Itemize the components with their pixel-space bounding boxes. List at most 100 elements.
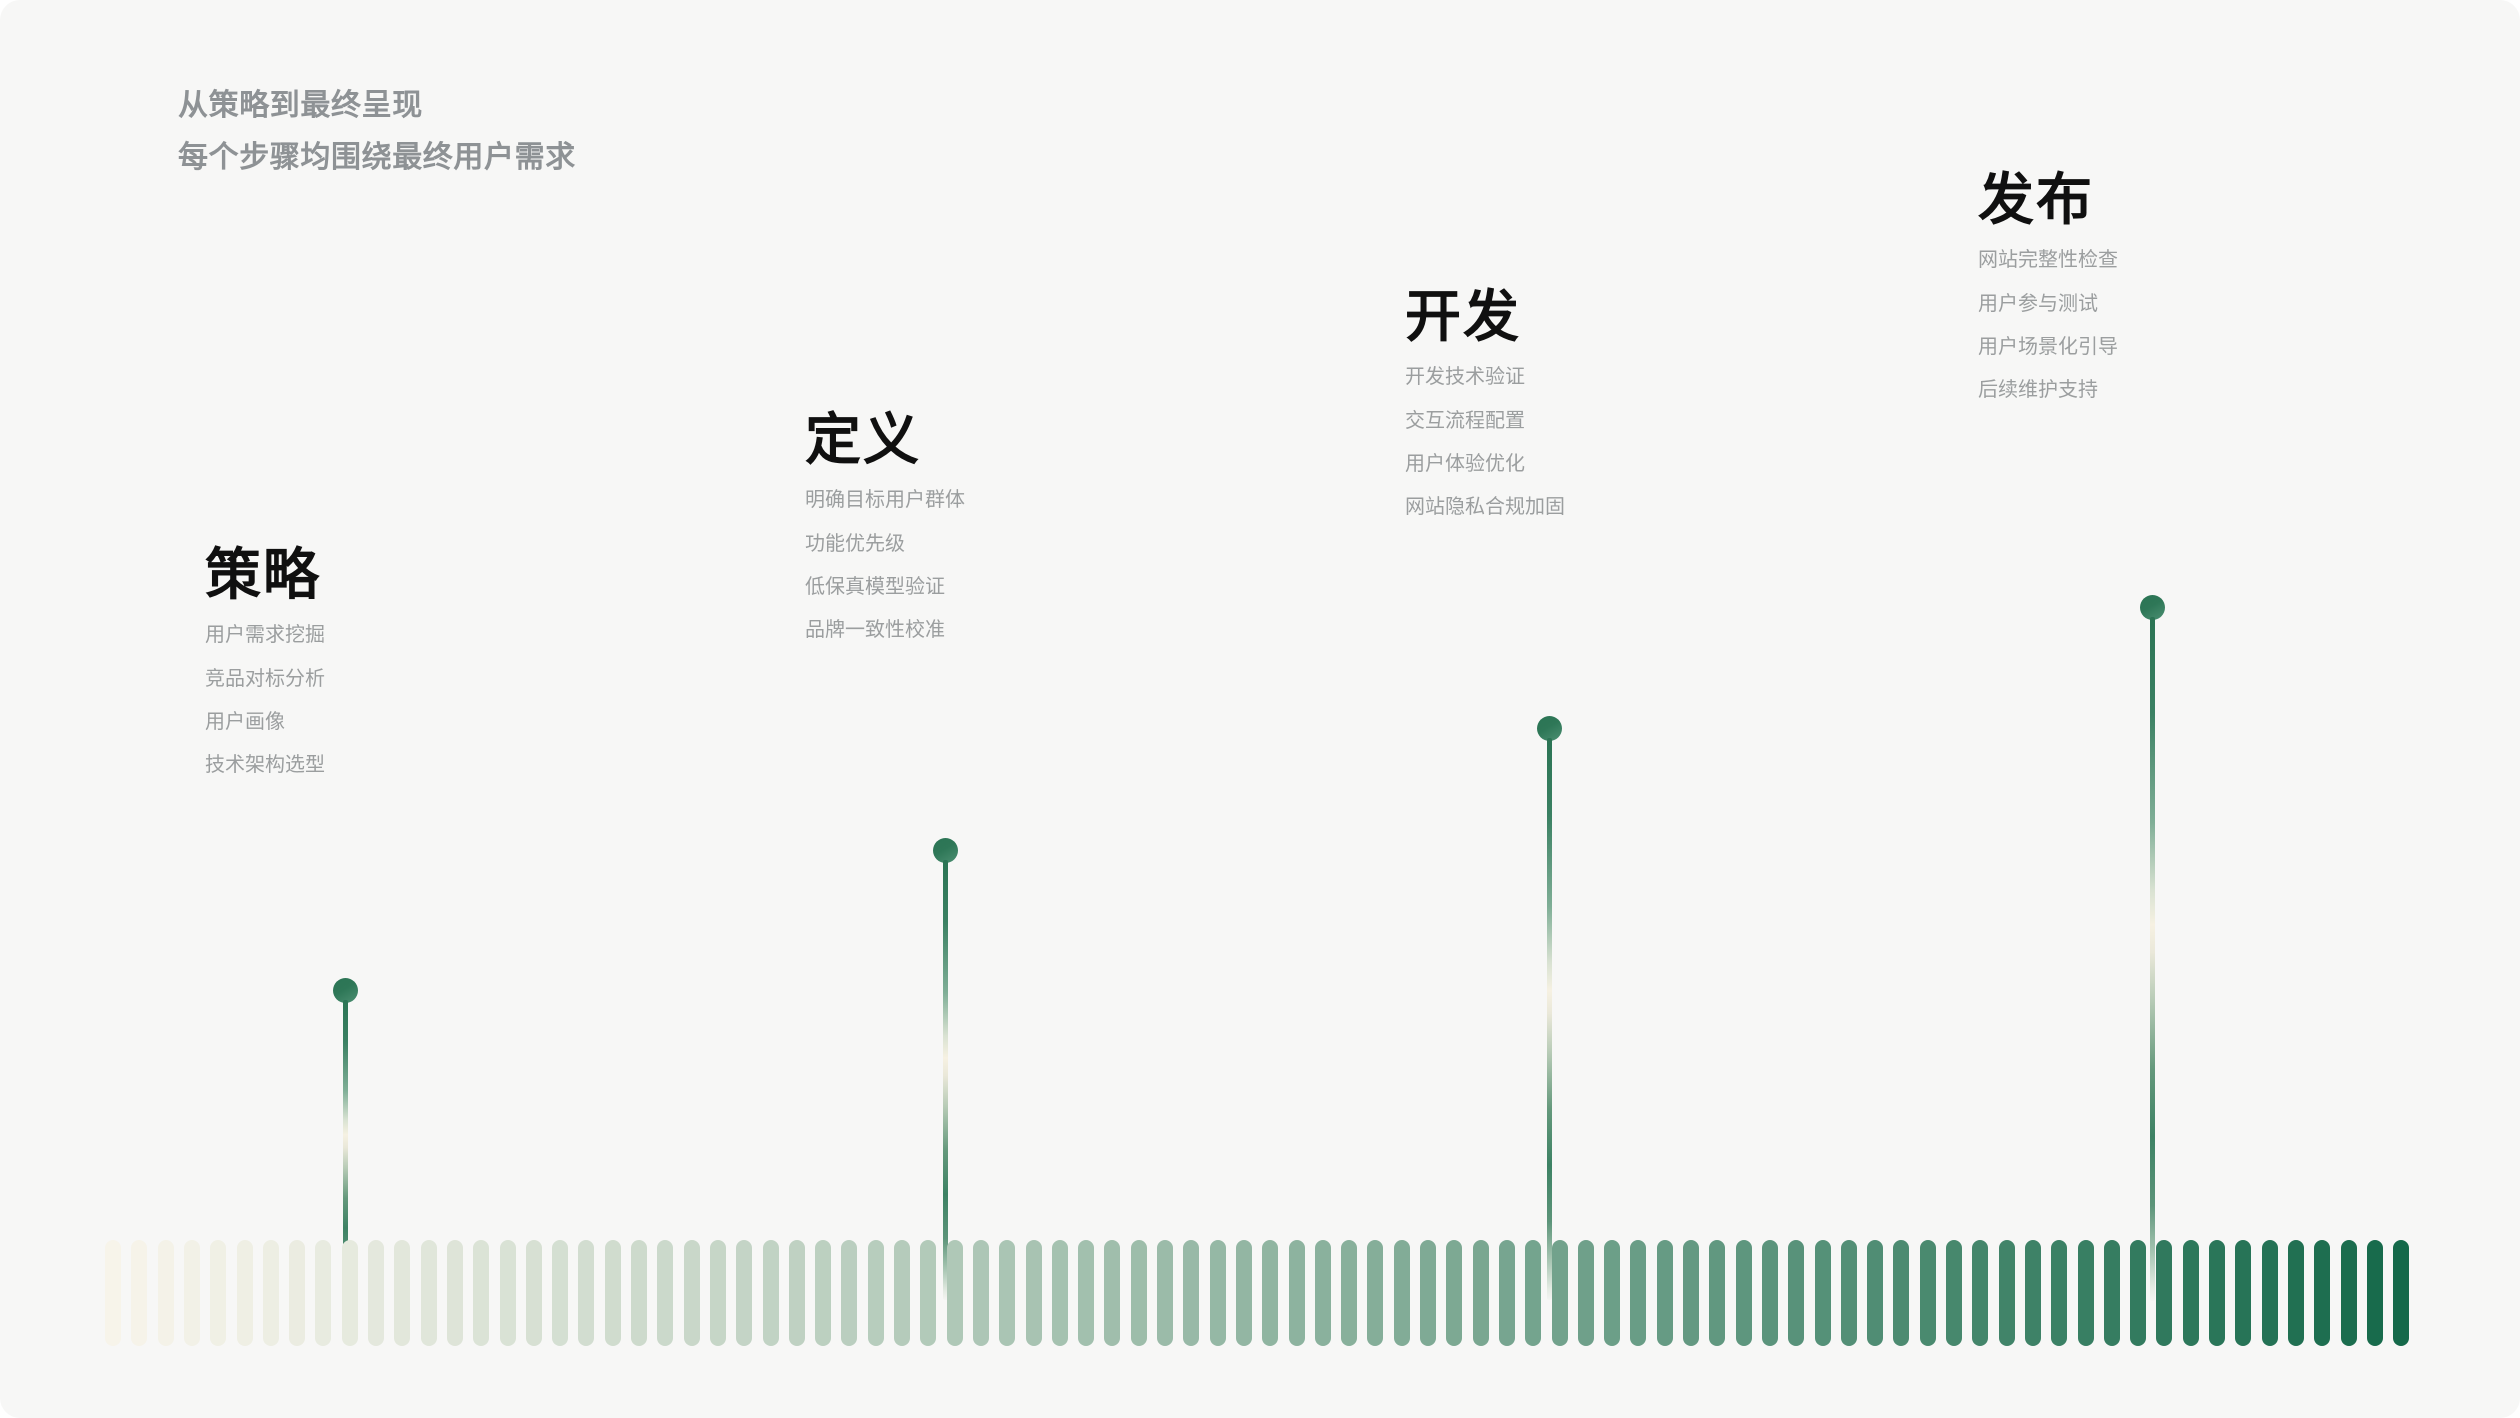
- stage-item: 低保真模型验证: [805, 575, 945, 598]
- progress-bar-segment: [657, 1240, 674, 1346]
- stage-item: 交互流程配置: [1405, 409, 1525, 432]
- stage-block-define: 定义 明确目标用户群体 功能优先级 低保真模型验证 品牌一致性校准: [805, 408, 965, 657]
- progress-bar-segment: [1183, 1240, 1200, 1346]
- progress-bar-segment: [2103, 1240, 2120, 1346]
- progress-bar-segment: [131, 1240, 148, 1346]
- progress-bar-segment: [1814, 1240, 1831, 1346]
- progress-bar-segment: [2182, 1240, 2199, 1346]
- progress-bar-segment: [788, 1240, 805, 1346]
- stage-item: 用户场景化引导: [1978, 335, 2118, 358]
- progress-bar-segment: [1525, 1240, 1542, 1346]
- progress-bar-segment: [1498, 1240, 1515, 1346]
- progress-bar-segment: [1998, 1240, 2015, 1346]
- progress-bar-segment: [1235, 1240, 1252, 1346]
- progress-bar-segment: [920, 1240, 937, 1346]
- stage-item-list: 用户需求挖掘 竞品对标分析 用户画像 技术架构选型: [205, 619, 325, 792]
- progress-bar-segment: [999, 1240, 1016, 1346]
- progress-bar-segment: [709, 1240, 726, 1346]
- marker-stem: [943, 860, 948, 1300]
- progress-bar-segment: [2261, 1240, 2278, 1346]
- progress-bar-segment: [341, 1240, 358, 1346]
- marker-dot-icon: [1537, 716, 1562, 741]
- stage-item: 开发技术验证: [1405, 366, 1525, 389]
- progress-bar-segment: [1393, 1240, 1410, 1346]
- marker-dot-icon: [333, 978, 358, 1003]
- progress-bar-segment: [1157, 1240, 1173, 1346]
- stage-item: 用户画像: [205, 710, 285, 733]
- stage-item-list: 明确目标用户群体 功能优先级 低保真模型验证 品牌一致性校准: [805, 484, 965, 657]
- progress-bar-segment: [315, 1240, 332, 1346]
- marker-stem: [2150, 617, 2155, 1301]
- progress-bar-segment: [525, 1240, 542, 1346]
- stage-item: 竞品对标分析: [205, 667, 325, 690]
- progress-bar-segment: [2366, 1240, 2383, 1346]
- progress-bar-segment: [1761, 1240, 1778, 1346]
- stage-item-list: 网站完整性检查 用户参与测试 用户场景化引导 后续维护支持: [1978, 244, 2118, 417]
- stage-title: 开发: [1405, 285, 1521, 348]
- progress-bar-segment: [1656, 1240, 1673, 1346]
- marker-dot-icon: [933, 838, 958, 863]
- progress-bar-segment: [1735, 1240, 1752, 1346]
- progress-bar-segment: [604, 1240, 621, 1346]
- stage-item-list: 开发技术验证 交互流程配置 用户体验优化 网站隐私合规加固: [1405, 361, 1565, 534]
- header-line-2: 每个步骤均围绕最终用户需求: [178, 140, 576, 174]
- header-line-1: 从策略到最终呈现: [178, 89, 423, 122]
- progress-bar-segment: [1262, 1240, 1279, 1346]
- progress-bar-segment: [420, 1240, 437, 1346]
- progress-bar-segment: [394, 1240, 411, 1346]
- progress-bar-segment: [183, 1240, 200, 1346]
- stage-item: 网站完整性检查: [1978, 249, 2118, 272]
- stage-item: 用户需求挖掘: [205, 624, 325, 647]
- progress-bar-segment: [1367, 1240, 1384, 1346]
- progress-bar-segment: [1472, 1240, 1489, 1346]
- stage-item: 网站隐私合规加固: [1405, 496, 1565, 519]
- progress-bar-segment: [1025, 1240, 1042, 1346]
- stage-item: 功能优先级: [805, 532, 905, 555]
- stage-title: 策略: [205, 543, 321, 606]
- marker-stem: [343, 1000, 348, 1300]
- progress-bar-segment: [894, 1240, 910, 1346]
- stage-item: 技术架构选型: [205, 754, 325, 777]
- progress-bar-segment: [1709, 1240, 1726, 1346]
- progress-bar-segment: [762, 1240, 779, 1346]
- progress-bar-segment: [2024, 1240, 2041, 1346]
- progress-bar-segment: [1946, 1240, 1962, 1346]
- stage-item: 明确目标用户群体: [805, 489, 965, 512]
- progress-bar-segment: [236, 1240, 253, 1346]
- stage-item: 用户体验优化: [1405, 452, 1525, 475]
- progress-bar-segment: [841, 1240, 858, 1346]
- progress-bar-segment: [2209, 1240, 2225, 1346]
- stage-item: 品牌一致性校准: [805, 619, 945, 642]
- progress-bar-segment: [683, 1240, 700, 1346]
- progress-bar-segment: [1288, 1240, 1305, 1346]
- progress-bar-segment: [446, 1240, 463, 1346]
- progress-bar-segment: [1972, 1240, 1989, 1346]
- progress-bar-segment: [2235, 1240, 2252, 1346]
- progress-bar-segment: [1604, 1240, 1621, 1346]
- progress-bar-segment: [1867, 1240, 1884, 1346]
- stage-block-develop: 开发 开发技术验证 交互流程配置 用户体验优化 网站隐私合规加固: [1405, 285, 1565, 534]
- progress-bar-segment: [1630, 1240, 1647, 1346]
- progress-bar-segment: [2314, 1240, 2331, 1346]
- progress-bar-strip: [105, 1240, 2420, 1346]
- progress-bar-segment: [867, 1240, 884, 1346]
- progress-bar-segment: [210, 1240, 227, 1346]
- progress-bar-segment: [552, 1240, 569, 1346]
- stage-item: 后续维护支持: [1978, 379, 2098, 402]
- progress-bar-segment: [1420, 1240, 1436, 1346]
- stage-title: 发布: [1978, 168, 2094, 231]
- progress-bar-segment: [946, 1240, 963, 1346]
- progress-bar-segment: [499, 1240, 516, 1346]
- progress-bar-segment: [157, 1240, 174, 1346]
- progress-bar-segment: [578, 1240, 595, 1346]
- stage-title: 定义: [805, 408, 921, 471]
- progress-bar-segment: [1314, 1240, 1331, 1346]
- page-header: 从策略到最终呈现 每个步骤均围绕最终用户需求: [178, 80, 1078, 183]
- stage-block-release: 发布 网站完整性检查 用户参与测试 用户场景化引导 后续维护支持: [1978, 168, 2118, 417]
- progress-bar-segment: [289, 1240, 306, 1346]
- progress-bar-segment: [473, 1240, 490, 1346]
- progress-bar-segment: [262, 1240, 279, 1346]
- progress-bar-segment: [2051, 1240, 2068, 1346]
- progress-bar-segment: [2340, 1240, 2357, 1346]
